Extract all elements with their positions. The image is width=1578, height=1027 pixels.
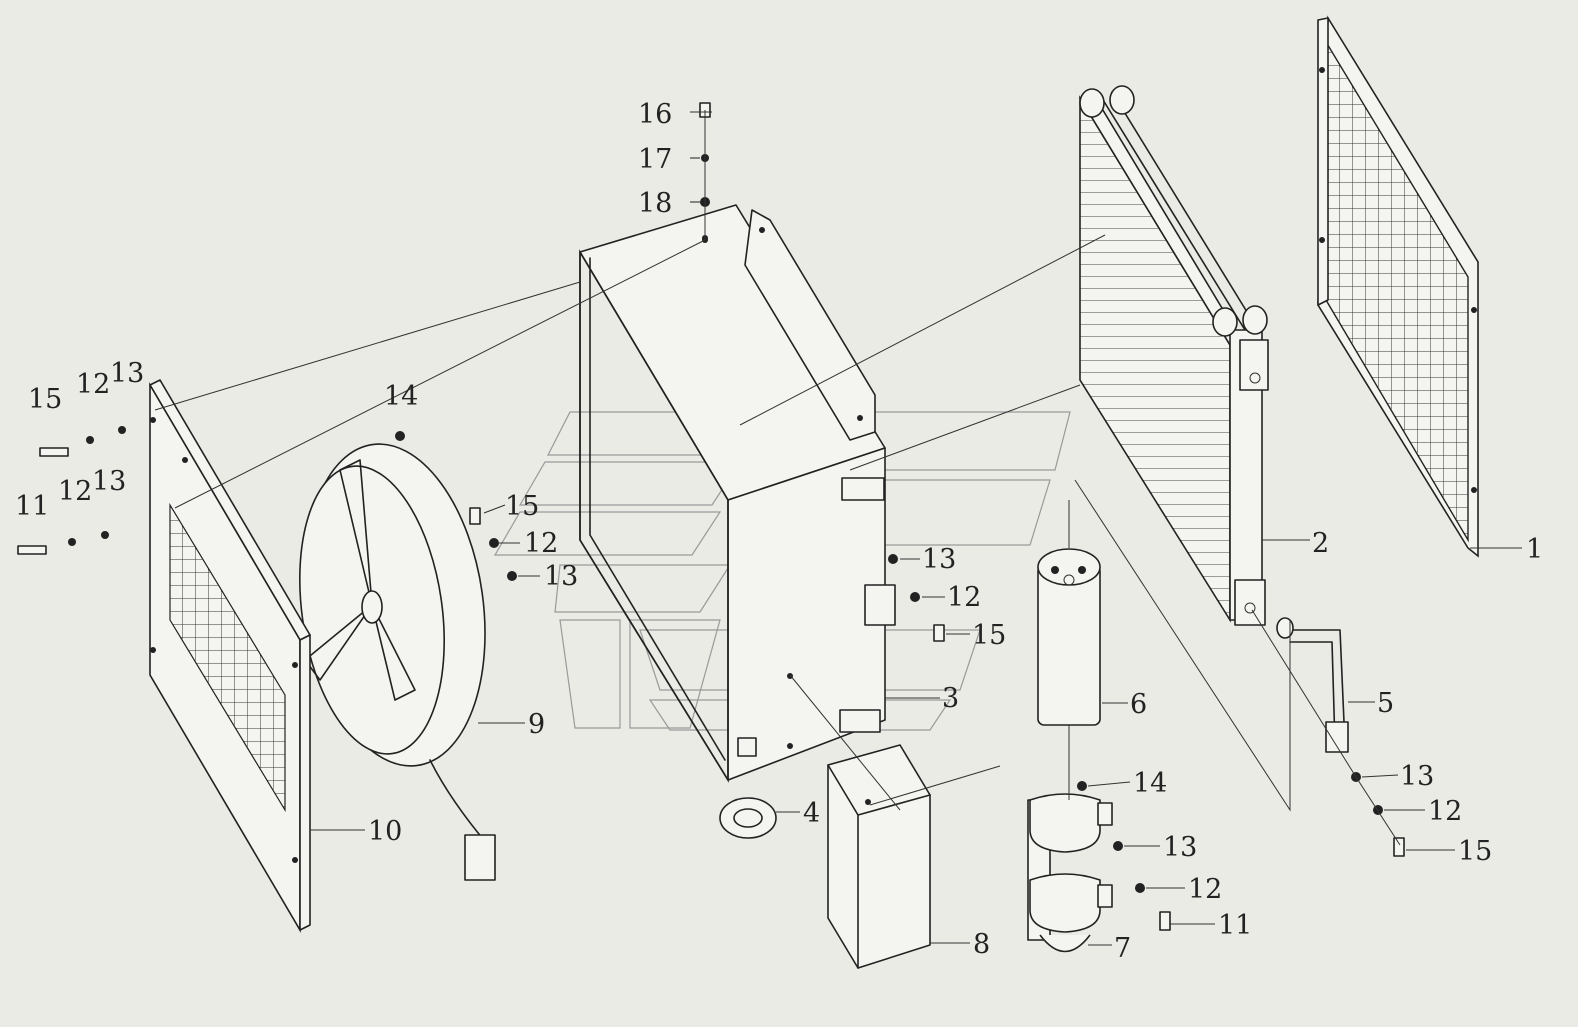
label-15-pipe: 15: [1458, 836, 1492, 867]
label-16: 16: [638, 99, 672, 130]
part-7-clamp-bracket: [1027, 793, 1113, 953]
label-9: 9: [528, 709, 545, 740]
label-13-bracket: 13: [1163, 832, 1197, 863]
label-14-bracket: 14: [1133, 768, 1167, 799]
part-3-housing: [579, 204, 896, 783]
label-12-bracket: 12: [1188, 874, 1222, 905]
label-7: 7: [1114, 933, 1131, 964]
part-labels: 16 17 18 15 12 13 14 11 12 13 15 12 13 1…: [15, 99, 1543, 964]
label-15-mid: 15: [505, 491, 539, 522]
label-6: 6: [1130, 689, 1147, 720]
part-5-pipe: [1276, 617, 1349, 753]
label-4: 4: [803, 798, 820, 829]
watermark-logo: [493, 411, 1071, 731]
label-11-left-bottom: 11: [15, 491, 49, 522]
part-9-fan: [299, 443, 496, 881]
part-8-cover-channel: [827, 744, 931, 969]
label-12-left-bottom: 12: [58, 476, 92, 507]
part-4-grommet: [719, 797, 777, 839]
label-13-left-top: 13: [110, 358, 144, 389]
label-13-housing: 13: [922, 544, 956, 575]
label-13-mid: 13: [544, 561, 578, 592]
label-5: 5: [1377, 688, 1394, 719]
part-1-outer-grille: [1317, 15, 1479, 558]
label-8: 8: [973, 929, 990, 960]
label-10: 10: [368, 816, 402, 847]
alignment-lines: [154, 110, 1401, 846]
label-3: 3: [942, 683, 959, 714]
leader-lines: [310, 111, 1522, 946]
label-14-fan: 14: [384, 381, 418, 412]
part-6-receiver-drier: [1037, 548, 1101, 726]
label-12-left-top: 12: [76, 369, 110, 400]
label-13-pipe: 13: [1400, 761, 1434, 792]
part-10-front-panel: [149, 379, 311, 933]
label-13-left-bottom: 13: [92, 466, 126, 497]
label-17: 17: [638, 144, 672, 175]
part-2-condenser: [1079, 85, 1269, 626]
label-12-pipe: 12: [1428, 796, 1462, 827]
label-15-housing: 15: [972, 620, 1006, 651]
label-11-bracket: 11: [1218, 910, 1252, 941]
label-18: 18: [638, 188, 672, 219]
label-15-left-top: 15: [28, 384, 62, 415]
label-12-housing: 12: [947, 582, 981, 613]
label-2: 2: [1312, 528, 1329, 559]
label-12-mid: 12: [524, 528, 558, 559]
label-1: 1: [1526, 534, 1543, 565]
